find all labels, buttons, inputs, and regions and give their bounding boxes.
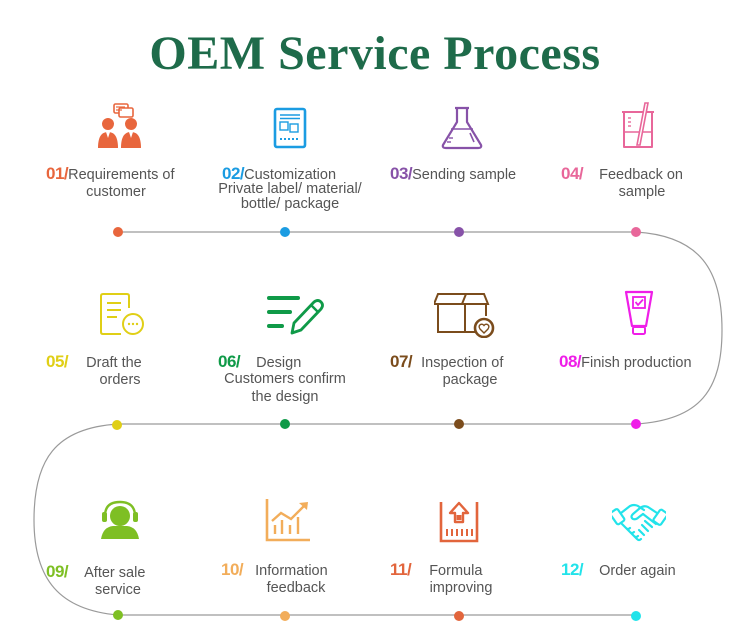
step-number: 09/ (46, 562, 69, 581)
tube-check-icon (624, 290, 654, 335)
step-03-label: 03/Sending sample (390, 164, 516, 185)
box-heart-icon (434, 293, 495, 338)
step-04-dot (631, 227, 641, 237)
upgrade-arrow-icon (439, 501, 479, 543)
step-title: Finish production (581, 355, 692, 371)
step-09-detail: service (95, 582, 141, 598)
step-10-label: 10/Information (221, 560, 328, 581)
step-06-label: 06/Design (218, 352, 301, 373)
step-title: Order again (599, 563, 676, 579)
growth-chart-icon (265, 499, 310, 542)
step-03-dot (454, 227, 464, 237)
step-01-detail: customer (86, 184, 146, 200)
step-number: 04/ (561, 164, 584, 183)
step-number: 07/ (390, 352, 413, 371)
step-08-label: 08/Finish production (559, 352, 692, 373)
step-12-label: 12/Order again (561, 560, 676, 581)
step-number: 05/ (46, 352, 69, 371)
step-number: 01/ (46, 164, 69, 183)
step-10-detail: feedback (266, 580, 326, 596)
step-title: Information (255, 563, 328, 579)
step-09-dot (113, 610, 123, 620)
step-08-dot (631, 419, 641, 429)
step-title: Feedback on (599, 167, 683, 183)
step-04-label: 04/Feedback on (561, 164, 683, 185)
list-pencil-icon (267, 296, 324, 335)
step-title: Requirements of (68, 167, 175, 183)
step-09-label: 09/After sale (46, 562, 145, 583)
step-title: Design (256, 355, 302, 371)
step-number: 12/ (561, 560, 584, 579)
handshake-icon (612, 503, 666, 542)
step-04-detail: sample (618, 184, 666, 200)
layout-document-icon (273, 107, 307, 149)
step-number: 06/ (218, 352, 241, 371)
step-01-dot (113, 227, 123, 237)
step-10-dot (280, 611, 290, 621)
step-title: Customization (244, 167, 337, 183)
step-title: Inspection of (421, 355, 504, 371)
step-02-label: 02/Customization (222, 164, 336, 185)
step-06-detail: Customers confirm (224, 371, 346, 387)
step-title: Formula (429, 563, 483, 579)
step-number: 08/ (559, 352, 582, 371)
people-chat-icon (98, 103, 141, 148)
step-02-detail: Private label/ material/ (218, 181, 362, 197)
step-01-label: 01/Requirements of (46, 164, 175, 185)
headset-agent-icon (101, 500, 139, 539)
beaker-icon (622, 102, 654, 148)
step-number: 11/ (390, 560, 412, 579)
flask-icon (441, 106, 483, 150)
document-chat-icon (100, 293, 144, 335)
step-06-dot (280, 419, 290, 429)
step-number: 02/ (222, 164, 245, 183)
step-number: 10/ (221, 560, 244, 579)
step-title: Draft the (86, 355, 142, 371)
step-06-detail-2: the design (251, 389, 319, 405)
step-11-label: 11/Formula (390, 560, 482, 581)
step-02-detail-2: bottle/ package (240, 196, 340, 212)
step-07-dot (454, 419, 464, 429)
step-title: Sending sample (412, 167, 517, 183)
step-number: 03/ (390, 164, 413, 183)
step-11-detail: improving (429, 580, 493, 596)
step-12-dot (631, 611, 641, 621)
step-07-detail: package (442, 372, 498, 388)
step-05-label: 05/Draft the (46, 352, 142, 373)
step-05-dot (112, 420, 122, 430)
step-title: After sale (84, 565, 146, 581)
step-07-label: 07/Inspection of (390, 352, 503, 373)
step-11-dot (454, 611, 464, 621)
step-05-detail: orders (99, 372, 141, 388)
page-title: OEM Service Process (149, 27, 601, 80)
step-02-dot (280, 227, 290, 237)
